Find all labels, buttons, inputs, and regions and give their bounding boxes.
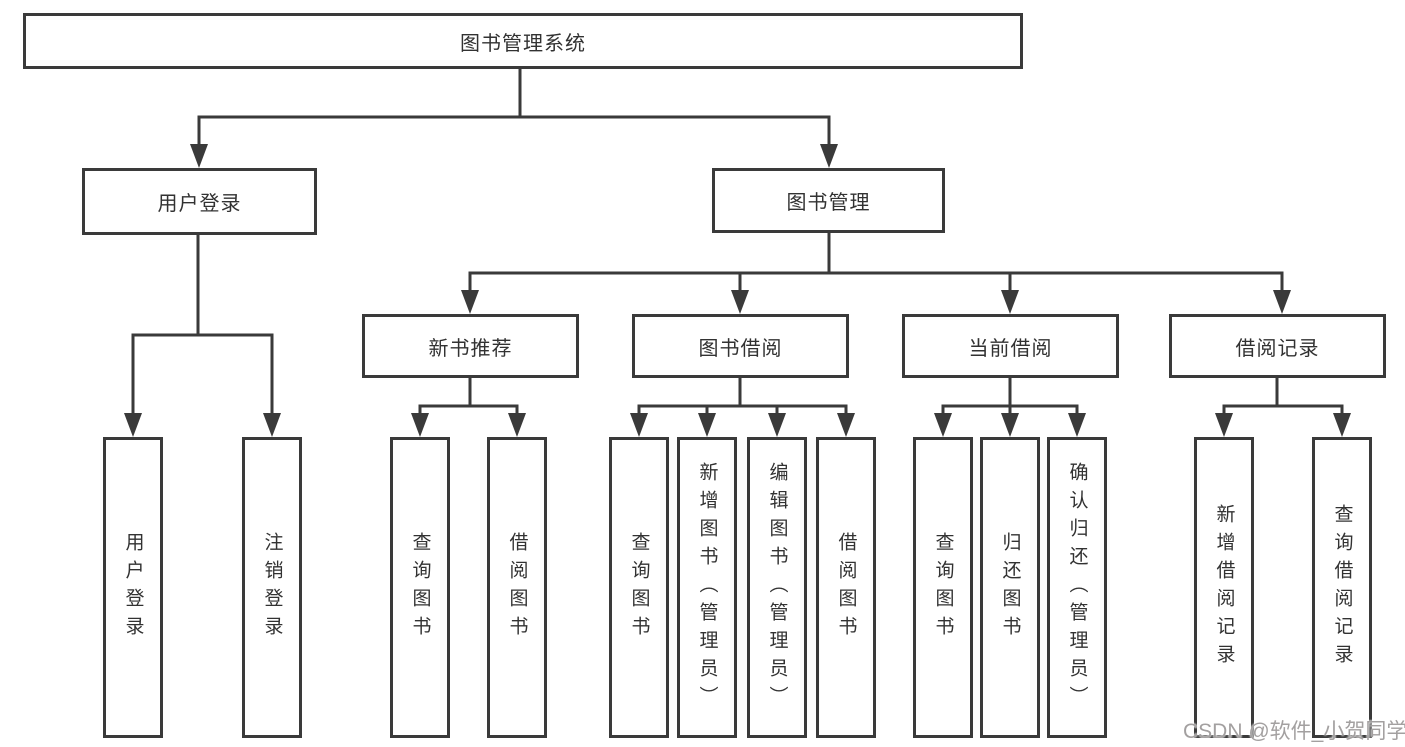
arrow-down-icon — [1068, 413, 1086, 437]
connector-root-to-level2 — [190, 69, 838, 168]
node-current-borrow: 当前借阅 — [902, 314, 1119, 378]
leaf-current-query-book: 查询图书 — [913, 437, 973, 738]
leaf-user-login: 用户登录 — [103, 437, 163, 738]
node-label: 用户登录 — [157, 193, 242, 215]
arrow-down-icon — [1273, 290, 1291, 314]
node-label: 编辑图书（管理员） — [766, 461, 788, 714]
node-label: 查询图书 — [628, 531, 650, 644]
node-label: 确认归还（管理员） — [1066, 461, 1088, 714]
node-label: 借阅图书 — [506, 531, 528, 644]
arrow-down-icon — [1215, 413, 1233, 437]
node-label: 注销登录 — [261, 531, 283, 644]
node-label: 图书借阅 — [698, 337, 783, 360]
node-label: 新书推荐 — [428, 337, 513, 360]
leaf-record-add: 新增借阅记录 — [1194, 437, 1254, 738]
leaf-borrow-borrow-book: 借阅图书 — [816, 437, 876, 738]
arrow-down-icon — [508, 413, 526, 437]
node-label: 新增图书（管理员） — [696, 461, 718, 714]
node-label: 借阅记录 — [1235, 337, 1320, 360]
leaf-borrow-add-book-admin: 新增图书（管理员） — [677, 437, 737, 738]
leaf-current-return-book: 归还图书 — [980, 437, 1040, 738]
node-label: 查询借阅记录 — [1331, 503, 1353, 672]
arrow-down-icon — [768, 413, 786, 437]
arrow-down-icon — [630, 413, 648, 437]
leaf-borrow-edit-book-admin: 编辑图书（管理员） — [747, 437, 807, 738]
leaf-recommend-borrow-book: 借阅图书 — [487, 437, 547, 738]
arrow-down-icon — [731, 290, 749, 314]
node-user-login: 用户登录 — [82, 168, 317, 235]
leaf-current-confirm-return-admin: 确认归还（管理员） — [1047, 437, 1107, 738]
leaf-record-query: 查询借阅记录 — [1312, 437, 1372, 738]
node-book-borrow: 图书借阅 — [632, 314, 849, 378]
node-book-management: 图书管理 — [712, 168, 945, 233]
connector-bookmgmt-to-level3 — [461, 233, 1291, 314]
arrow-down-icon — [263, 413, 281, 437]
node-label: 用户登录 — [122, 531, 144, 644]
node-label: 图书管理 — [786, 192, 871, 214]
node-label: 当前借阅 — [968, 337, 1053, 360]
node-label: 图书管理系统 — [460, 32, 586, 55]
arrow-down-icon — [837, 413, 855, 437]
leaf-borrow-query-book: 查询图书 — [609, 437, 669, 738]
arrow-down-icon — [698, 413, 716, 437]
connector-borrow-to-leaves — [630, 378, 855, 437]
arrow-down-icon — [1001, 290, 1019, 314]
arrow-down-icon — [411, 413, 429, 437]
arrow-down-icon — [1333, 413, 1351, 437]
connector-current-to-leaves — [934, 378, 1086, 437]
node-root-library-system: 图书管理系统 — [23, 13, 1023, 69]
arrow-down-icon — [190, 144, 208, 168]
node-borrow-record: 借阅记录 — [1169, 314, 1386, 378]
leaf-recommend-query-book: 查询图书 — [390, 437, 450, 738]
node-new-book-recommend: 新书推荐 — [362, 314, 579, 378]
node-label: 查询图书 — [932, 531, 954, 644]
node-label: 查询图书 — [409, 531, 431, 644]
node-label: 归还图书 — [999, 531, 1021, 644]
leaf-logout: 注销登录 — [242, 437, 302, 738]
arrow-down-icon — [461, 290, 479, 314]
connector-userlogin-to-leaves — [124, 235, 281, 437]
arrow-down-icon — [1001, 413, 1019, 437]
connector-record-to-leaves — [1215, 378, 1351, 437]
arrow-down-icon — [124, 413, 142, 437]
arrow-down-icon — [820, 144, 838, 168]
watermark: CSDN @软件_小贺同学 — [1183, 720, 1405, 743]
arrow-down-icon — [934, 413, 952, 437]
connector-recommend-to-leaves — [411, 378, 526, 437]
node-label: 借阅图书 — [835, 531, 857, 644]
node-label: 新增借阅记录 — [1213, 503, 1235, 672]
